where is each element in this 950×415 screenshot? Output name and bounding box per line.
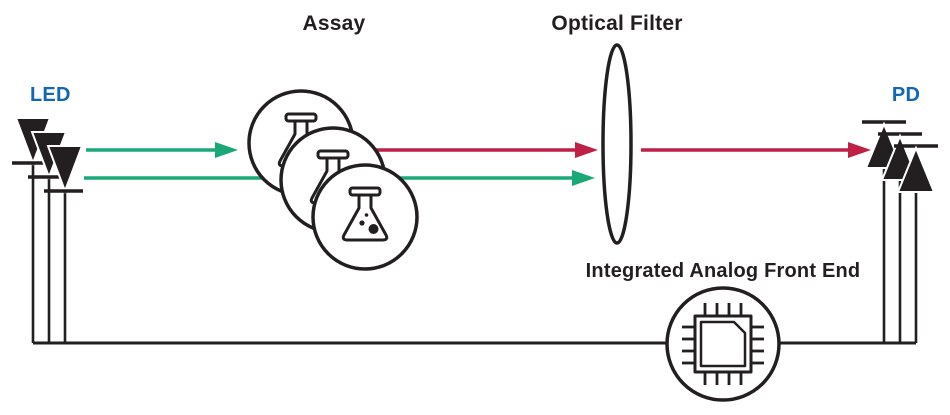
arrowhead [575,142,598,158]
chip-icon [682,303,764,385]
arrowhead [572,170,595,186]
optical-filter-label: Optical Filter [551,12,682,35]
filtered-signal-beam [641,142,871,158]
led-diode-icon [12,117,84,343]
assay-signal-beam [340,142,598,158]
afe-label: Integrated Analog Front End [586,260,861,282]
led-emission-beam-top [86,142,238,158]
assay-samples [247,89,419,271]
arrowhead [848,142,871,158]
photodiode-icon [862,120,938,343]
pd-label: PD [892,84,920,106]
assay-sample-circle [311,163,419,271]
afe-block [665,286,781,402]
led-label: LED [30,84,71,106]
assay-label: Assay [303,12,366,35]
lens-icon [601,43,633,245]
arrowhead [215,142,238,158]
flask-icon [341,186,389,242]
